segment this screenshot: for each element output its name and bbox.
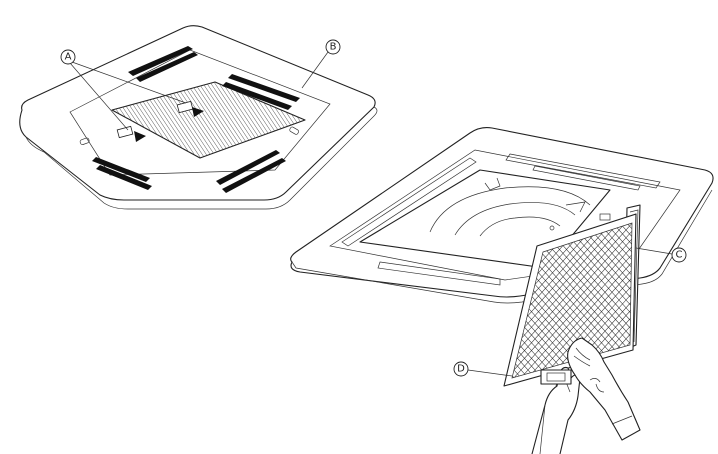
grille-slat-line [306, 70, 376, 175]
grille-slat-line [314, 70, 384, 175]
grille-slat-line [14, 70, 84, 175]
filter-mesh-line [591, 223, 632, 378]
callout-d: D [453, 361, 513, 377]
filter-mesh-line [662, 200, 718, 400]
filter-mesh-line [512, 223, 632, 378]
filter-mesh-line [200, 200, 380, 400]
callout-a-label: A [65, 52, 72, 63]
grille-slat-line [301, 82, 305, 158]
filter-mesh-line [704, 200, 718, 400]
louver-bottom-left [92, 157, 150, 182]
filter-mesh-line [690, 200, 718, 400]
grille-slat-line [112, 82, 145, 158]
callout-b-label: B [330, 42, 337, 53]
hands-removing-filter [531, 337, 641, 454]
grille-slat-line [289, 82, 305, 158]
filter-mesh-line [512, 223, 632, 378]
grille-slat-line [330, 70, 400, 175]
filter-mesh-line [221, 200, 401, 400]
filter-mesh-line [521, 223, 632, 378]
grille-slat-line [26, 70, 96, 175]
filter-mesh-line [512, 223, 563, 378]
filter-mesh-line [512, 223, 570, 378]
filter-mesh-line [697, 200, 718, 400]
filter-mesh-line [690, 200, 718, 400]
filter-mesh-line [512, 223, 549, 378]
grille-slat-line [322, 70, 392, 175]
filter-mesh-line [626, 223, 632, 378]
filter-mesh-line [584, 223, 632, 378]
filter-mesh-line [512, 223, 632, 378]
filter-mesh-line [669, 200, 718, 400]
filter-mesh-line [662, 200, 718, 400]
filter-mesh-line [514, 223, 632, 378]
grille-slat-line [34, 70, 104, 175]
callout-c-label: C [676, 250, 683, 261]
grille-knob-left [116, 125, 146, 142]
cassette-unit-open [290, 127, 714, 304]
filter-mesh-line [704, 200, 718, 400]
grille-slat-line [112, 82, 117, 158]
filter-mesh-line [669, 200, 718, 400]
louver-bottom-right [216, 150, 280, 185]
fan-shroud [429, 177, 591, 237]
intake-grille [111, 81, 306, 159]
filter-mesh-line [512, 223, 632, 378]
air-outlet-louvers [92, 46, 300, 193]
filter-mesh-line [634, 200, 718, 400]
filter-mesh-line [626, 223, 632, 378]
filter-mesh-line [512, 223, 577, 378]
open-panel-outline [290, 127, 714, 298]
filter-mesh-line [512, 223, 632, 378]
filter-mesh-line [634, 200, 718, 400]
grille-slat-line [318, 70, 388, 175]
filter-mesh-line [512, 223, 632, 378]
grille-slat-line [293, 82, 305, 158]
grille-slat-line [22, 70, 92, 175]
callout-b: B [301, 39, 341, 89]
filter-mesh-line [214, 200, 394, 400]
filter-mesh-line [512, 223, 632, 378]
filter-mesh-line [214, 200, 394, 400]
grille-slat-line [112, 82, 129, 158]
callout-d-label: D [457, 364, 465, 375]
grille-slat-line [326, 70, 396, 175]
filter-mesh-line [676, 200, 718, 400]
louver-top-left [128, 46, 193, 76]
filter-mesh-line [711, 200, 718, 400]
filter-mesh-line [711, 200, 718, 400]
filter-pull-tab [540, 369, 572, 385]
filter-mesh-line [512, 223, 632, 378]
grille-slat-line [10, 70, 80, 175]
filter-mesh-line [655, 200, 718, 400]
filter-mesh-line [512, 223, 632, 378]
grille-slat-line [112, 82, 121, 158]
louver-top-right [228, 74, 300, 102]
decorative-panel-outline [19, 25, 376, 201]
callout-c: C [635, 247, 687, 263]
right-hand [567, 337, 641, 441]
grille-slat-line [112, 82, 141, 158]
grille-knob-right [176, 100, 204, 117]
filter-mesh-line [676, 200, 718, 400]
filter-mesh-line [221, 200, 401, 400]
filter-mesh-line [655, 200, 718, 400]
filter-mesh-line [577, 223, 632, 378]
filter-mesh-line [200, 200, 380, 400]
grille-slat-line [112, 82, 125, 158]
filter-mesh-line [570, 223, 632, 378]
callout-a: A [60, 49, 187, 131]
filter-mesh-line [697, 200, 718, 400]
filter-mesh-line [598, 223, 632, 378]
left-hand [531, 366, 581, 454]
open-panel-inner-frame [329, 149, 681, 281]
filter-mesh-line [512, 223, 556, 378]
